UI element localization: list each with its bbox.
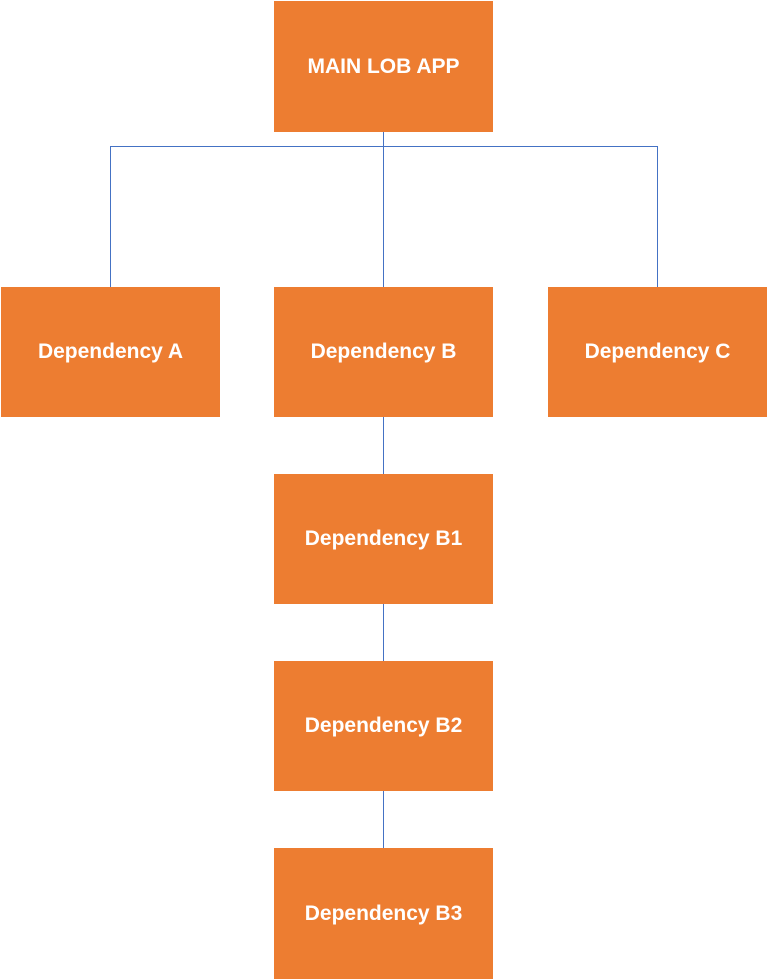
node-dependency-b2: Dependency B2 [274, 661, 493, 791]
node-label-dependency-a: Dependency A [37, 340, 184, 363]
node-label-dependency-b: Dependency B [310, 340, 457, 363]
node-label-dependency-b1: Dependency B1 [304, 527, 463, 550]
node-label-main-lob-app: MAIN LOB APP [307, 54, 460, 78]
node-label-dependency-b3: Dependency B3 [304, 901, 463, 925]
node-label-dependency-c: Dependency C [584, 340, 731, 363]
node-label-dependency-b2: Dependency B2 [304, 714, 463, 737]
node-dependency-b3: Dependency B3 [274, 848, 493, 979]
node-dependency-b1: Dependency B1 [274, 474, 493, 604]
node-dependency-a: Dependency A [1, 287, 220, 417]
node-dependency-c: Dependency C [548, 287, 767, 417]
node-dependency-b: Dependency B [274, 287, 493, 417]
node-main-lob-app: MAIN LOB APP [274, 1, 493, 132]
